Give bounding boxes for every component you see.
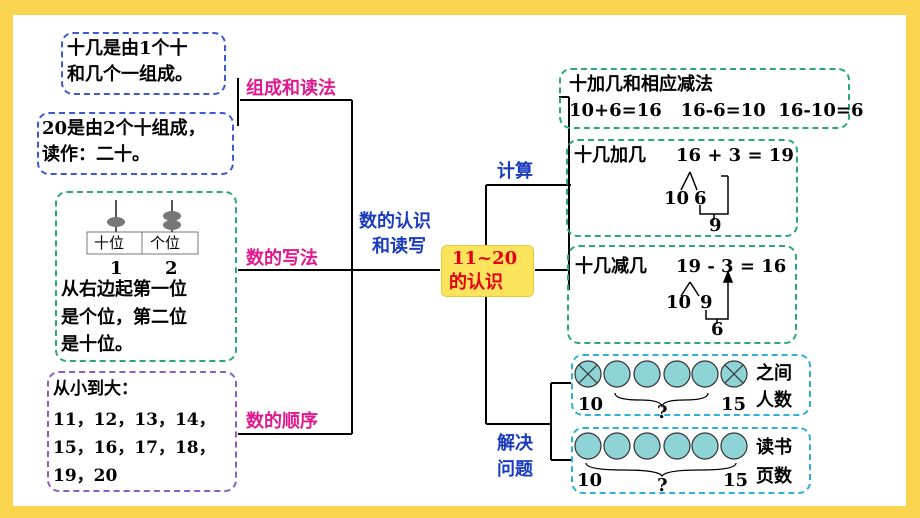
problem1-start: 10 (578, 394, 604, 415)
problem1-question: ? (657, 402, 668, 423)
calc-box3-ten: 10 (666, 292, 692, 313)
abacus-ones-label: 个位 (150, 234, 181, 252)
abacus-digit-tens: 1 (110, 258, 123, 279)
writing-label: 数的写法 (246, 248, 318, 269)
order-line-1: 从小到大： (53, 379, 138, 399)
problem2-text-2: 页数 (756, 466, 792, 487)
problem2-question: ? (657, 475, 668, 496)
writing-line-3: 是十位。 (61, 334, 133, 355)
order-line-2: 11，12，13，14， (53, 410, 216, 430)
order-label: 数的顺序 (246, 411, 318, 432)
composition-box-2 (37, 112, 234, 175)
problem1-end: 15 (721, 394, 747, 415)
problem1-text-2: 人数 (756, 390, 792, 411)
problem1-text-1: 之间 (756, 363, 792, 384)
order-line-3: 15，16，17，18， (53, 438, 216, 458)
reading-line-2: 读作：二十。 (42, 144, 150, 165)
calc-box-3 (567, 245, 797, 344)
center-line-2: 的认识 (449, 272, 503, 293)
order-line-4: 19，20 (53, 466, 118, 486)
calc-box3-title: 十几减几 (575, 256, 647, 277)
calc-box-1 (559, 68, 850, 129)
writing-line-2: 是个位，第二位 (61, 307, 187, 328)
composition-line-2: 和几个一组成。 (67, 64, 193, 85)
problem-box-1 (571, 354, 811, 416)
calc-box1-equations: 10+6=16 16-6=10 16-10=6 (569, 100, 864, 121)
composition-label: 组成和读法 (246, 78, 336, 99)
problem2-end: 15 (723, 470, 749, 491)
calc-box2-six: 6 (694, 188, 707, 209)
middle-label-line-1: 数的认识 (359, 211, 431, 232)
center-line-1: 11~20 (452, 248, 518, 269)
composition-line-1: 十几是由1个十 (67, 38, 188, 59)
calc-box2-equation: 16 + 3 = 19 (676, 145, 794, 166)
problem1-circles (574, 360, 748, 388)
abacus-illustration (86, 200, 199, 255)
calc-box2-title: 十几加几 (574, 145, 646, 166)
center-node (441, 245, 534, 297)
calc-box2-nine: 9 (709, 215, 722, 236)
reading-line-1: 20是由2个十组成， (42, 118, 206, 139)
writing-box (55, 191, 237, 362)
calc-box3-nine: 9 (700, 292, 713, 313)
calc-box2-ten: 10 (664, 188, 690, 209)
writing-line-1: 从右边起第一位 (61, 279, 187, 300)
abacus-tens-label: 十位 (94, 234, 125, 252)
middle-label-line-2: 和读写 (372, 236, 426, 257)
calc-box-2 (566, 139, 798, 237)
solve-label-2: 问题 (497, 459, 533, 480)
calc-box3-six: 6 (711, 319, 724, 340)
problem-box-2 (571, 427, 811, 494)
calc-box3-equation: 19 - 3 = 16 (676, 256, 787, 277)
problem2-start: 10 (577, 470, 603, 491)
problem2-circles (574, 432, 748, 460)
order-box (47, 371, 237, 492)
composition-box-1 (61, 32, 226, 95)
abacus-digit-ones: 2 (165, 258, 178, 279)
calc-box1-title: 十加几和相应减法 (569, 74, 713, 95)
problem2-text-1: 读书 (756, 437, 792, 458)
calc-label: 计算 (497, 161, 533, 182)
solve-label-1: 解决 (497, 433, 533, 454)
